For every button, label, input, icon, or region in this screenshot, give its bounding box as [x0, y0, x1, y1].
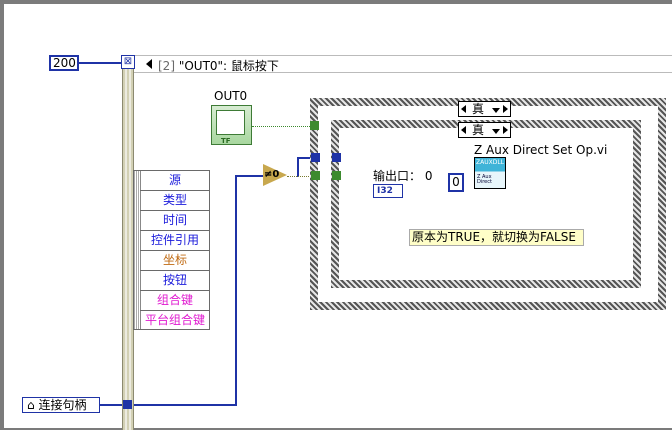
event-item-platmods[interactable]: 平台组合键: [140, 311, 210, 330]
out0-terminal-face: [216, 110, 245, 135]
i32-terminal[interactable]: I32: [373, 184, 403, 198]
subvi-icon[interactable]: ZAUXDLL Z Aux Direct: [474, 157, 506, 189]
prev-case-icon[interactable]: [461, 126, 466, 134]
out0-label: OUT0: [214, 89, 248, 103]
inner-case-structure[interactable]: [331, 120, 641, 288]
not-equal-zero-label: ≠0: [264, 169, 280, 180]
bool-tunnel-outer[interactable]: [310, 121, 319, 130]
output-port-label: 输出口： 0: [373, 167, 432, 184]
wire-handle-right[interactable]: [134, 404, 236, 406]
outer-case-selector[interactable]: 真: [458, 101, 511, 117]
event-item-label: 组合键: [156, 293, 193, 307]
next-case-icon[interactable]: [503, 126, 508, 134]
subvi-icon-text: Z Aux Direct: [477, 174, 492, 185]
wire-bool[interactable]: [252, 126, 312, 127]
event-item-label: 类型: [162, 193, 187, 207]
selector-tunnel-inner[interactable]: [332, 171, 341, 180]
event-item-label: 按钮: [162, 273, 187, 287]
bool-tunnel-outer-2[interactable]: [311, 171, 320, 180]
wire-handle-up[interactable]: [235, 175, 237, 406]
subvi-icon-title: ZAUXDLL: [476, 159, 505, 166]
comment-label[interactable]: 原本为TRUE，就切换为FALSE: [409, 229, 584, 246]
wire-neq-out[interactable]: [287, 176, 311, 177]
event-case-header[interactable]: [134, 55, 672, 73]
subvi-name: Z Aux Direct Set Op.vi: [474, 143, 608, 157]
event-item-label: 控件引用: [150, 233, 199, 247]
event-item-time[interactable]: 时间: [140, 211, 210, 231]
not-equal-zero-node[interactable]: [263, 164, 287, 186]
event-item-label: 坐标: [162, 253, 187, 267]
int-tunnel-outer[interactable]: [311, 153, 320, 162]
event-item-button[interactable]: 按钮: [140, 271, 210, 291]
tf-label: TF: [221, 137, 231, 145]
prev-case-icon[interactable]: [461, 105, 466, 113]
connection-handle-terminal[interactable]: ⌂ 连接句柄: [22, 397, 100, 413]
handle-icon: ⌂: [27, 398, 35, 412]
event-case-index: [2]: [158, 59, 175, 73]
event-data-node[interactable]: 源 类型 时间 控件引用 坐标 按钮 组合键 平台组合键: [133, 170, 210, 330]
event-item-label: 源: [168, 173, 181, 187]
next-case-icon[interactable]: [503, 105, 508, 113]
prev-case-icon[interactable]: [146, 59, 152, 69]
wire-to-neq[interactable]: [235, 175, 264, 177]
outer-case-value: 真: [472, 102, 485, 116]
event-item-type[interactable]: 类型: [140, 191, 210, 211]
chevron-down-icon[interactable]: [492, 108, 500, 113]
event-item-mods[interactable]: 组合键: [140, 291, 210, 311]
event-item-source[interactable]: 源: [140, 171, 210, 191]
chevron-down-icon[interactable]: [492, 129, 500, 134]
wire-200[interactable]: [79, 62, 122, 64]
connection-handle-label: 连接句柄: [38, 398, 87, 412]
wire-up-to-case[interactable]: [297, 157, 299, 177]
output-port-caption: 输出口：: [373, 169, 422, 183]
output-port-value: 0: [424, 169, 433, 183]
int-tunnel-inner[interactable]: [332, 153, 341, 162]
zero-constant[interactable]: 0: [448, 173, 464, 192]
event-item-ctlref[interactable]: 控件引用: [140, 231, 210, 251]
numeric-constant-200[interactable]: 200: [49, 55, 79, 71]
event-item-label: 平台组合键: [144, 313, 205, 327]
event-case-name: "OUT0": 鼠标按下: [178, 59, 279, 73]
inner-case-selector[interactable]: 真: [458, 122, 511, 138]
timeout-terminal-icon[interactable]: ⊠: [121, 55, 135, 69]
event-item-coords[interactable]: 坐标: [140, 251, 210, 271]
inner-case-value: 真: [472, 123, 485, 137]
handle-tunnel[interactable]: [123, 400, 132, 409]
event-item-label: 时间: [162, 213, 187, 227]
event-case-label: [2] "OUT0": 鼠标按下: [158, 57, 279, 74]
wire-handle[interactable]: [100, 404, 128, 406]
